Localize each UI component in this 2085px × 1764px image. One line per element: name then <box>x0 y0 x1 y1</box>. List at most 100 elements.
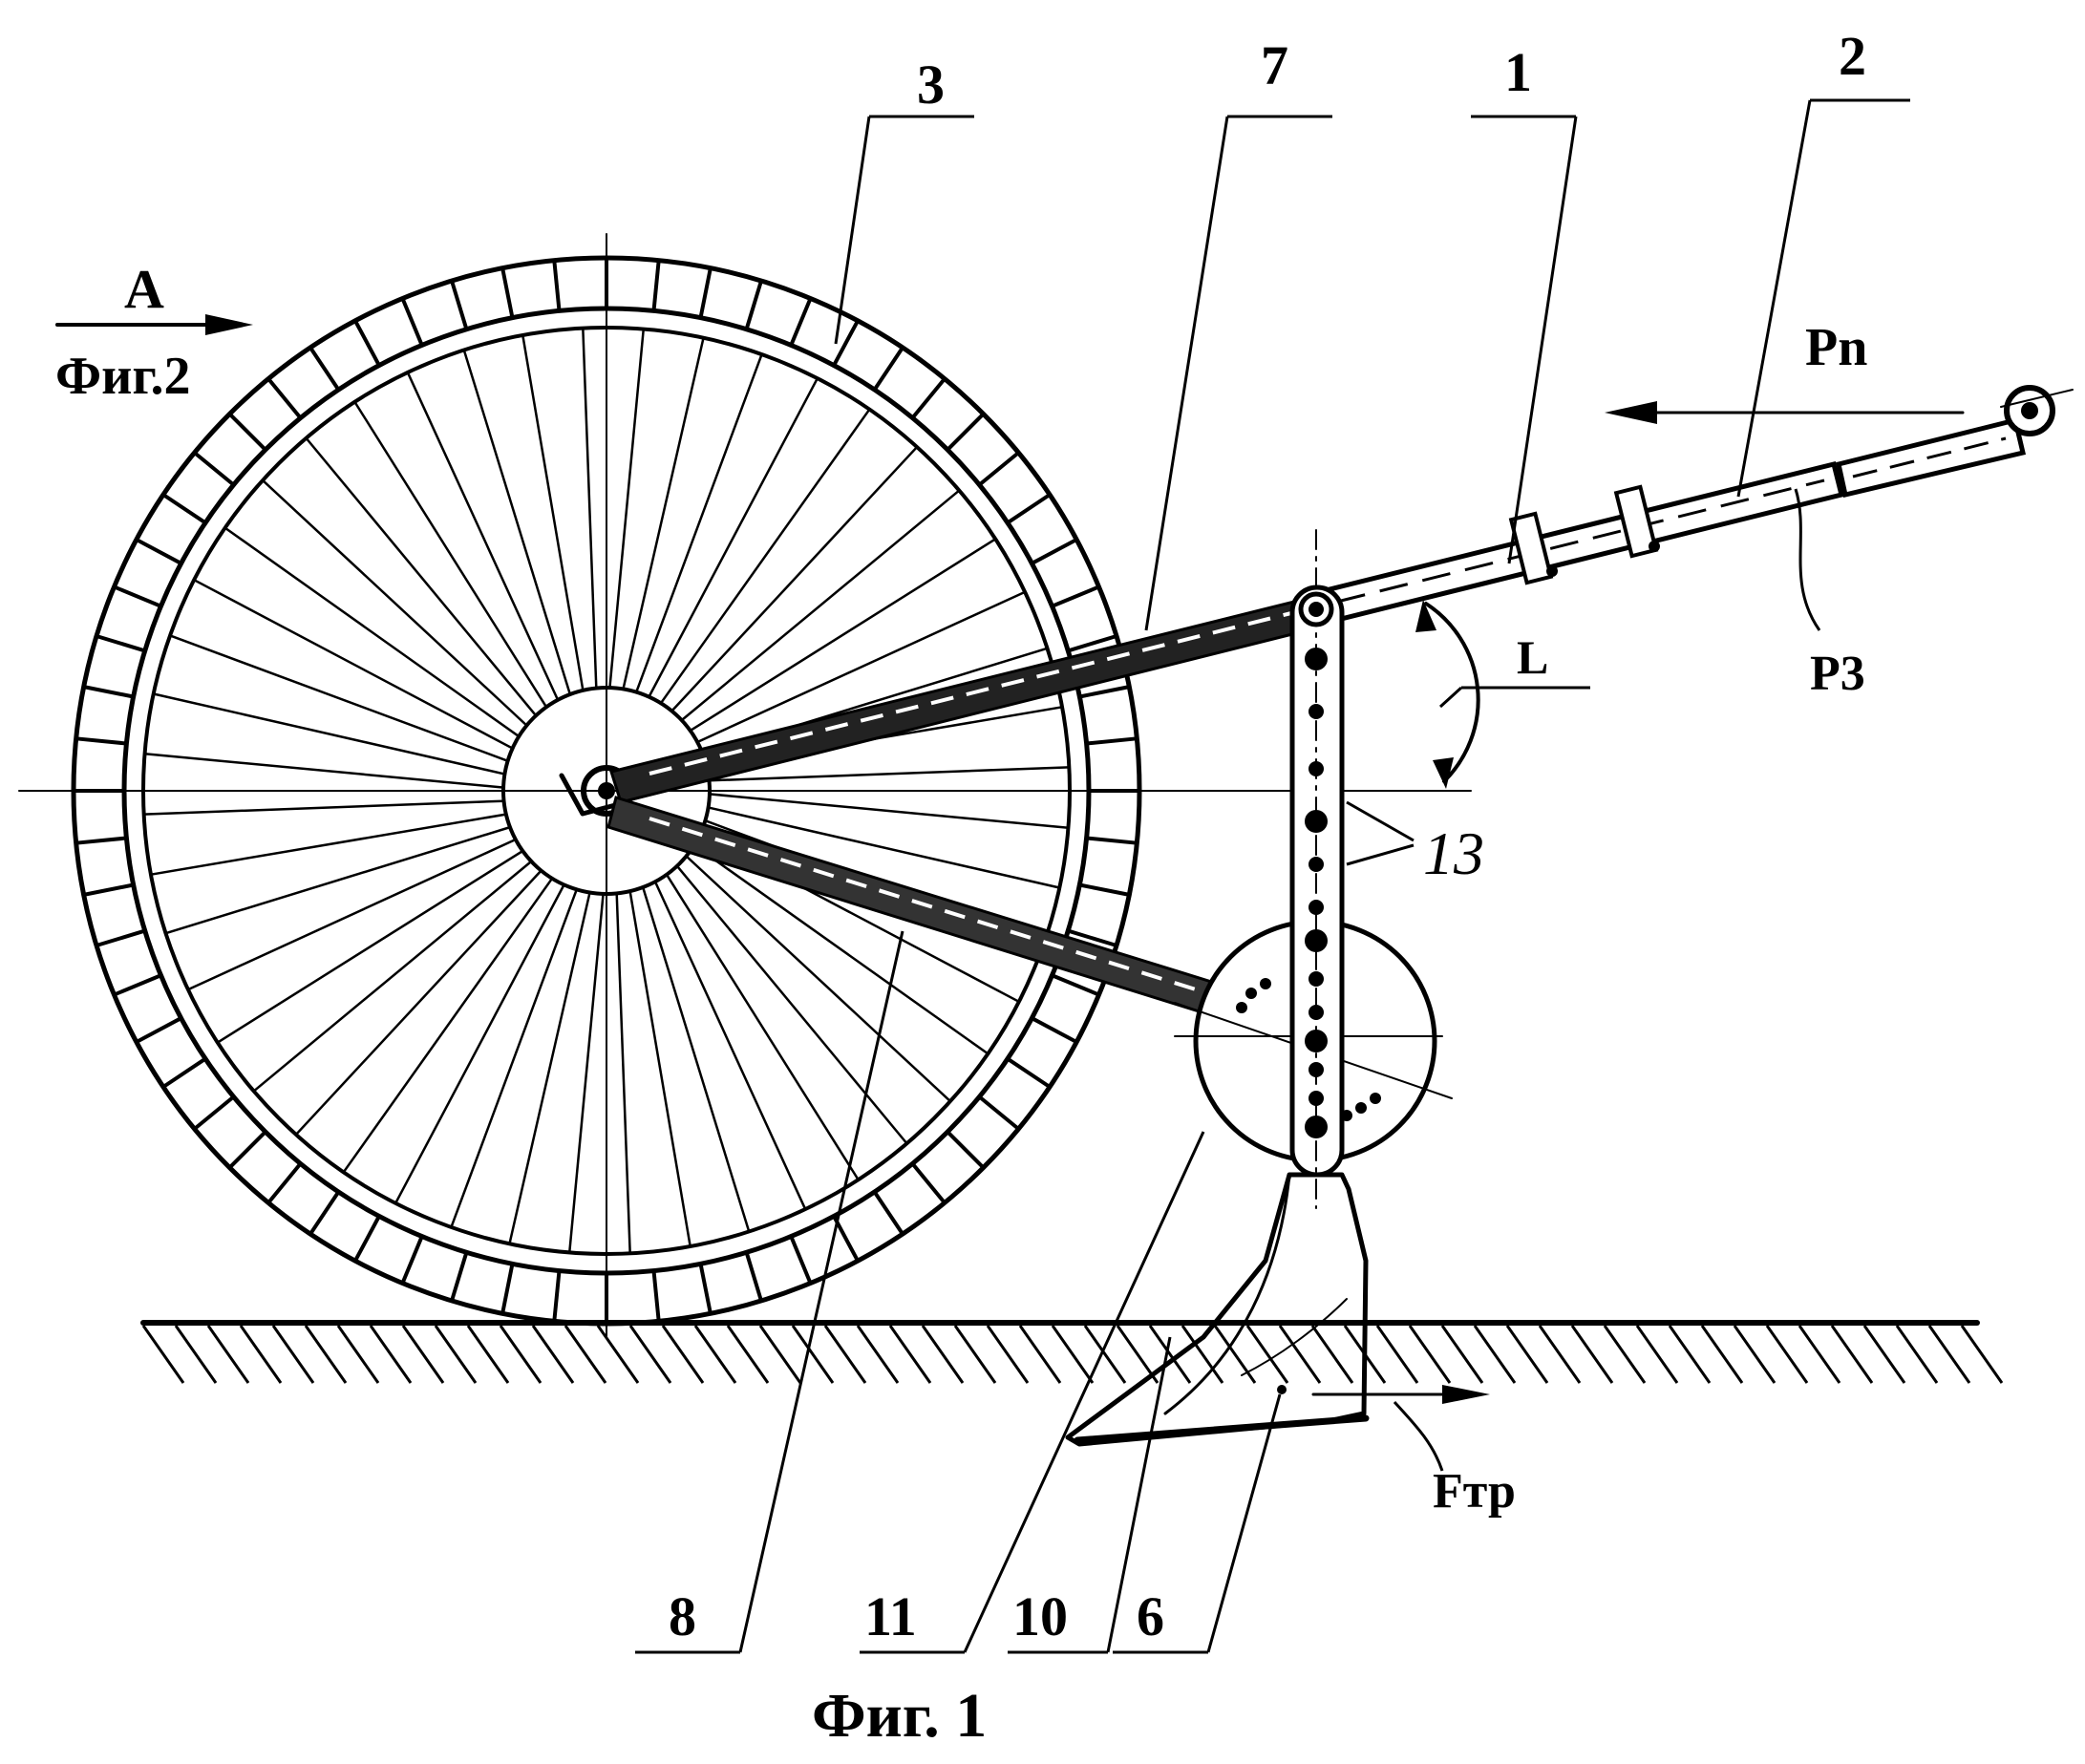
hatch-line <box>1410 1326 1450 1383</box>
spoke <box>635 354 761 694</box>
tread-segment <box>947 414 983 449</box>
tread-segment <box>1087 738 1138 743</box>
hatch-line <box>1832 1326 1872 1383</box>
lever-hole <box>1305 1030 1328 1052</box>
lever-hole <box>1308 857 1324 872</box>
tread-segment <box>310 348 338 390</box>
spoke <box>194 580 515 750</box>
label-view-letter: A <box>124 258 164 320</box>
hatch-line <box>1929 1326 1969 1383</box>
tread-segment <box>502 268 512 318</box>
spoke <box>354 402 547 710</box>
hatch-line <box>143 1326 183 1383</box>
tread-segment <box>653 261 658 311</box>
hatch-line <box>955 1326 995 1383</box>
hatch-line <box>1377 1326 1417 1383</box>
label-lower-link: 8 <box>669 1585 696 1647</box>
hatch-line <box>1734 1326 1775 1383</box>
lever-hole <box>1305 1116 1328 1138</box>
tread-segment <box>791 298 810 345</box>
hatch-line <box>598 1326 638 1383</box>
label-ring-part: 11 <box>864 1585 917 1647</box>
hatch-line <box>436 1326 476 1383</box>
hatch-line <box>1442 1326 1482 1383</box>
tread-segment <box>229 1132 265 1167</box>
tread-segment <box>84 885 134 895</box>
hatch-line <box>533 1326 573 1383</box>
label-lever: 7 <box>1261 34 1288 96</box>
tread-segment <box>1079 885 1129 895</box>
hatch-line <box>1020 1326 1060 1383</box>
spoke <box>617 890 630 1253</box>
hatch-line <box>1962 1326 2002 1383</box>
hatch-line <box>1182 1326 1223 1383</box>
hatch-line <box>728 1326 768 1383</box>
hatch-line <box>1670 1326 1710 1383</box>
tread-segment <box>701 268 711 318</box>
label-view-figure: Фиг.2 <box>55 347 190 406</box>
lever-hole <box>1308 1062 1324 1077</box>
tread-segment <box>947 1132 983 1167</box>
tread-segment <box>96 931 145 946</box>
hatch-line <box>1864 1326 1904 1383</box>
tread-segment <box>163 495 205 522</box>
lever-hole <box>1305 929 1328 952</box>
label-frame-beam: 1 <box>1504 41 1532 103</box>
tread-segment <box>1032 1018 1076 1042</box>
hatch-line <box>988 1326 1028 1383</box>
wheel <box>19 234 1471 1337</box>
spoke <box>225 528 521 738</box>
tread-segment <box>96 636 145 650</box>
spoke <box>263 480 529 728</box>
tread-segment <box>137 1018 181 1042</box>
hatch-line <box>500 1326 541 1383</box>
hatch-line <box>1897 1326 1937 1383</box>
lever-hole <box>1308 761 1324 776</box>
label-force-friction: Fтр <box>1433 1464 1516 1519</box>
hatch-line <box>338 1326 378 1383</box>
spoke <box>451 887 577 1227</box>
hatch-line <box>825 1326 865 1383</box>
hatch-line <box>630 1326 670 1383</box>
tread-segment <box>1053 586 1099 606</box>
lever-hole <box>1305 810 1328 833</box>
tread-segment <box>875 348 903 390</box>
hatch-line <box>858 1326 898 1383</box>
hatch-line <box>695 1326 735 1383</box>
tread-segment <box>912 1163 945 1202</box>
label-angle: L <box>1517 630 1548 684</box>
spoke <box>623 338 704 692</box>
hatch-line <box>1572 1326 1612 1383</box>
tread-segment <box>229 414 265 449</box>
spoke <box>706 767 1069 780</box>
hatch-line <box>923 1326 963 1383</box>
spoke <box>154 693 508 775</box>
spoke <box>648 378 818 699</box>
spoke <box>144 801 507 815</box>
hatch-line <box>1247 1326 1287 1383</box>
hatch-line <box>890 1326 930 1383</box>
lever-hole <box>1308 971 1324 987</box>
tread-segment <box>268 1163 301 1202</box>
vertical-lever <box>1292 530 1342 1208</box>
label-drawbar: 2 <box>1839 25 1866 87</box>
label-force-pull: Pn <box>1805 318 1867 377</box>
spoke <box>583 329 596 691</box>
hatch-line <box>468 1326 508 1383</box>
tread-segment <box>502 1264 512 1313</box>
tread-segment <box>554 261 559 311</box>
tread-segment <box>76 838 127 842</box>
spoke <box>395 882 565 1203</box>
tread-segment <box>747 281 761 329</box>
tread-segment <box>979 1096 1018 1129</box>
tread-segment <box>554 1271 559 1322</box>
force-friction-arrow <box>1313 1385 1490 1404</box>
spoke <box>296 868 543 1135</box>
tread-segment <box>452 1252 466 1301</box>
spoke <box>569 891 604 1252</box>
label-wheel: 3 <box>917 53 945 116</box>
tread-segment <box>163 1059 205 1087</box>
tread-segment <box>1087 838 1138 842</box>
lever-hole <box>1308 1005 1324 1020</box>
tread-segment <box>268 379 301 418</box>
